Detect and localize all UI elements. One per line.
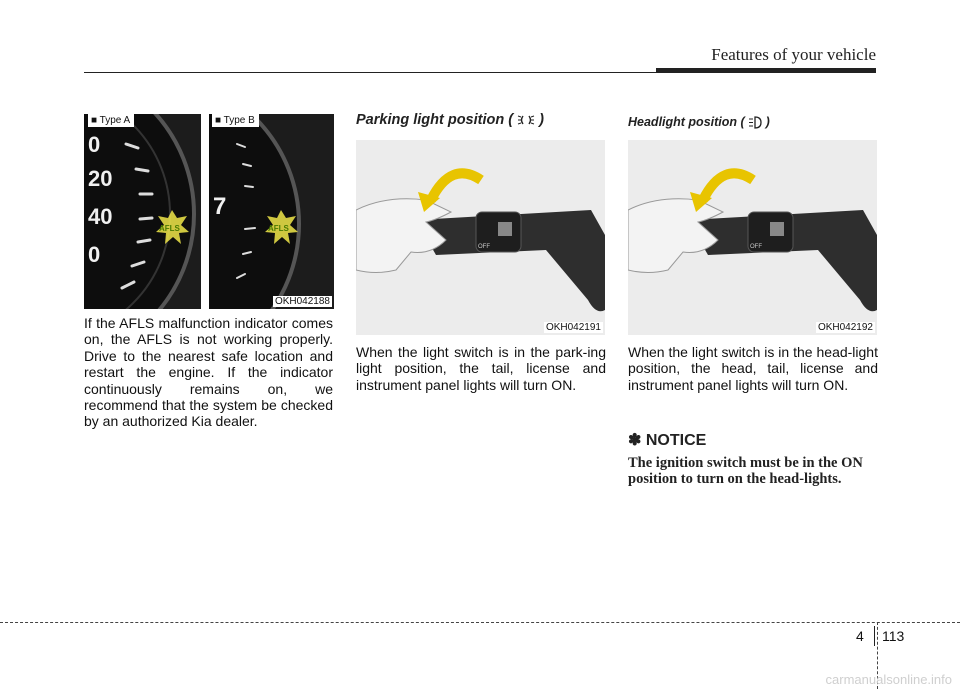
parking-light-heading: Parking light position ( ) — [356, 112, 606, 128]
footer-rule — [0, 622, 960, 623]
header-rule — [84, 72, 876, 73]
watermark: carmanualsonline.info — [825, 672, 952, 687]
footer-vertical-rule — [877, 622, 878, 689]
gauge-a-number-20: 20 — [88, 166, 112, 191]
figure-code-headlight: OKH042192 — [815, 322, 875, 333]
gauge-a-number-40: 40 — [88, 204, 112, 229]
afls-gauge-type-b-figure: 7 AFLS ■ Type B OKH042188 — [209, 114, 334, 309]
headlight-switch-illustration: OFF — [628, 140, 877, 335]
header-rule-accent — [656, 68, 876, 73]
parking-light-switch-figure: OFF OKH042191 — [356, 140, 605, 335]
type-a-label: ■ Type A — [88, 114, 135, 127]
stalk-body — [416, 210, 605, 312]
figure-code-afls: OKH042188 — [272, 296, 332, 307]
headlight-heading-text: Headlight position ( — [628, 115, 745, 129]
hand — [356, 198, 453, 273]
headlight-heading-close: ) — [765, 115, 770, 129]
parking-heading-close: ) — [539, 112, 544, 128]
rotation-arrow-head — [690, 192, 712, 212]
notice-title: ✽ NOTICE — [628, 432, 707, 449]
parking-switch-off: OFF — [478, 244, 490, 250]
stalk-body — [688, 210, 877, 312]
hand — [628, 198, 725, 273]
stalk-button — [770, 222, 784, 236]
headlight-paragraph: When the light switch is in the head-lig… — [628, 344, 878, 393]
rotation-arrow — [698, 168, 756, 203]
gauge-a-number-bottom: 0 — [88, 242, 100, 267]
parking-switch-illustration: OFF — [356, 140, 605, 335]
afls-gauge-type-a-figure: 0 20 40 0 AFLS ■ Type A — [84, 114, 201, 309]
headlight-switch-off: OFF — [750, 244, 762, 250]
page-number: 113 — [882, 628, 905, 644]
stalk-button — [498, 222, 512, 236]
gauge-a-illustration: 0 20 40 0 AFLS — [84, 114, 201, 309]
gauge-a-number-0: 0 — [88, 132, 100, 157]
afls-paragraph: If the AFLS malfunction indicator comes … — [84, 315, 333, 430]
headlight-heading: Headlight position ( ) — [628, 115, 878, 129]
rotation-arrow — [426, 168, 484, 203]
notice-text: The ignition switch must be in the ON po… — [628, 455, 863, 487]
page-number-separator — [874, 626, 875, 646]
figure-code-parking: OKH042191 — [543, 322, 603, 333]
headlight-icon — [749, 116, 762, 129]
headlight-switch-figure: OFF OKH042192 — [628, 140, 877, 335]
chapter-number: 4 — [856, 628, 864, 644]
type-b-label: ■ Type B — [212, 114, 259, 127]
parking-paragraph: When the light switch is in the park-ing… — [356, 344, 606, 393]
section-title: Features of your vehicle — [711, 45, 876, 64]
afls-badge-b: AFLS — [268, 224, 290, 233]
rotation-arrow-head — [418, 192, 440, 212]
parking-light-icon — [517, 115, 535, 125]
afls-badge-a: AFLS — [159, 224, 181, 233]
afls-glow-a — [156, 210, 189, 244]
gauge-b-illustration: 7 AFLS — [209, 114, 334, 309]
gauge-b-number: 7 — [213, 193, 226, 220]
afls-glow-b — [265, 210, 298, 244]
parking-heading-text: Parking light position ( — [356, 112, 514, 128]
